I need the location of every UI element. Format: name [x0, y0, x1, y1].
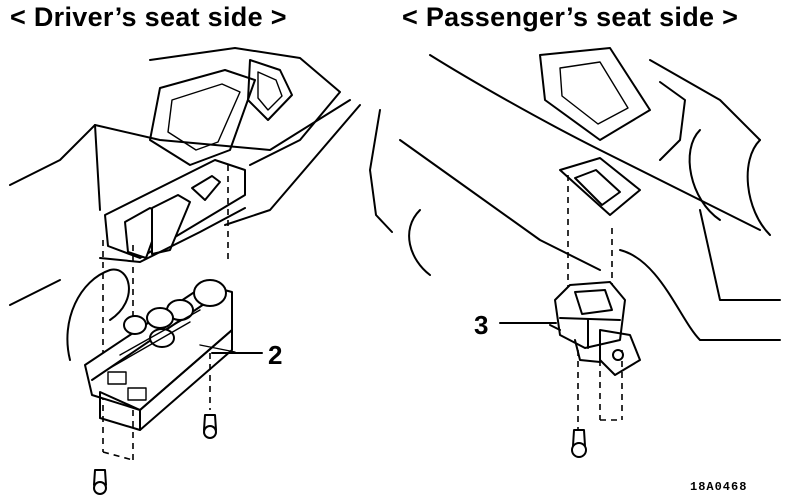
callout-3-label: 3 [474, 310, 489, 340]
driver-screws [93, 414, 217, 495]
power-window-main-switch [84, 279, 236, 431]
figure-code: 18A0468 [690, 480, 748, 494]
passenger-door-trim [399, 47, 781, 341]
driver-door-trim [9, 47, 393, 361]
passenger-screw [571, 429, 587, 458]
callout-2-label: 2 [268, 340, 283, 370]
drivers-seat-side-heading: < Driver’s seat side > [10, 2, 287, 32]
power-window-sub-switch [549, 281, 641, 376]
passenger-alignment-lines [567, 175, 623, 430]
passengers-seat-side-heading: < Passenger’s seat side > [402, 2, 739, 32]
